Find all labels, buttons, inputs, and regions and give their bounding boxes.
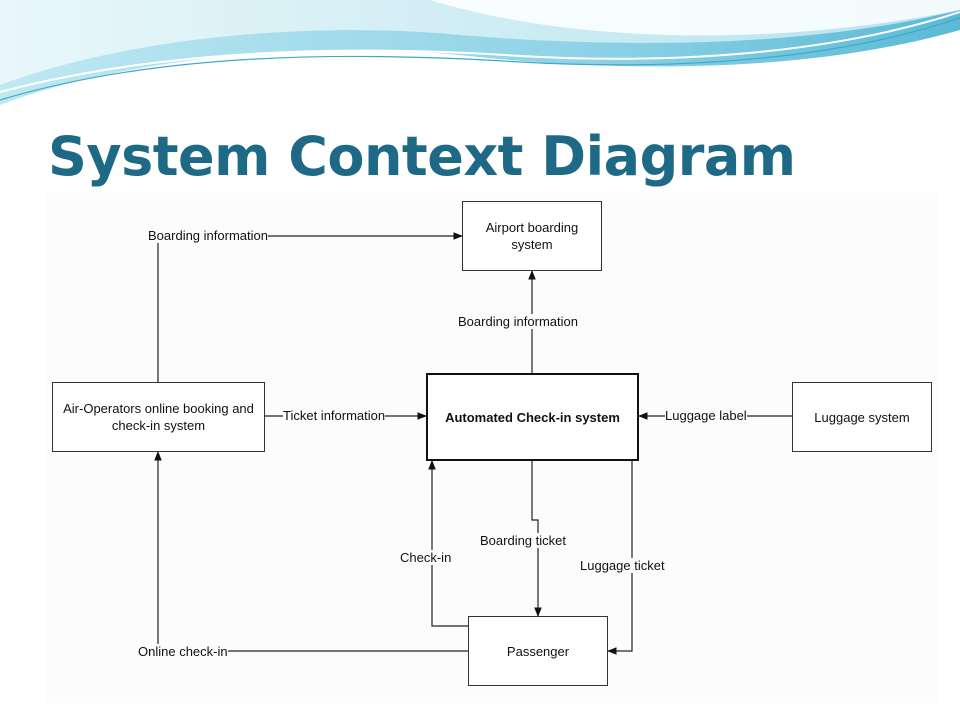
flow-label-check-in: Check-in <box>400 550 452 565</box>
node-luggage-system: Luggage system <box>792 382 932 452</box>
node-air-operators-system: Air-Operators online booking and check-i… <box>52 382 265 452</box>
header-wave-decoration <box>0 0 960 105</box>
node-airport-boarding-label: Airport boarding system <box>485 220 579 252</box>
flow-label-boarding-ticket: Boarding ticket <box>480 533 566 548</box>
flow-check-in-line <box>428 460 468 627</box>
flow-label-boarding-info-top: Boarding information <box>148 228 268 243</box>
node-passenger-label: Passenger <box>506 643 570 659</box>
node-luggage-system-label: Luggage system <box>814 409 910 425</box>
node-automated-checkin-system: Automated Check-in system <box>426 373 639 461</box>
flow-luggage-ticket-line <box>607 461 633 655</box>
node-air-operators-label: Air-Operators online booking and check-i… <box>63 401 254 433</box>
flow-label-ticket-information: Ticket information <box>283 408 386 423</box>
node-airport-boarding-system: Airport boarding system <box>462 201 602 271</box>
node-passenger: Passenger <box>468 616 608 686</box>
flow-label-luggage-ticket: Luggage ticket <box>580 558 665 573</box>
flow-label-luggage-label: Luggage label <box>665 408 747 423</box>
flow-label-online-check-in: Online check-in <box>138 644 228 659</box>
flow-boarding-ticket-line <box>531 461 542 617</box>
flow-boarding-info-top-line <box>157 232 463 382</box>
slide-title: System Context Diagram <box>48 125 796 188</box>
flow-label-boarding-info-vertical: Boarding information <box>458 314 578 329</box>
node-automated-checkin-label: Automated Check-in system <box>445 409 620 425</box>
